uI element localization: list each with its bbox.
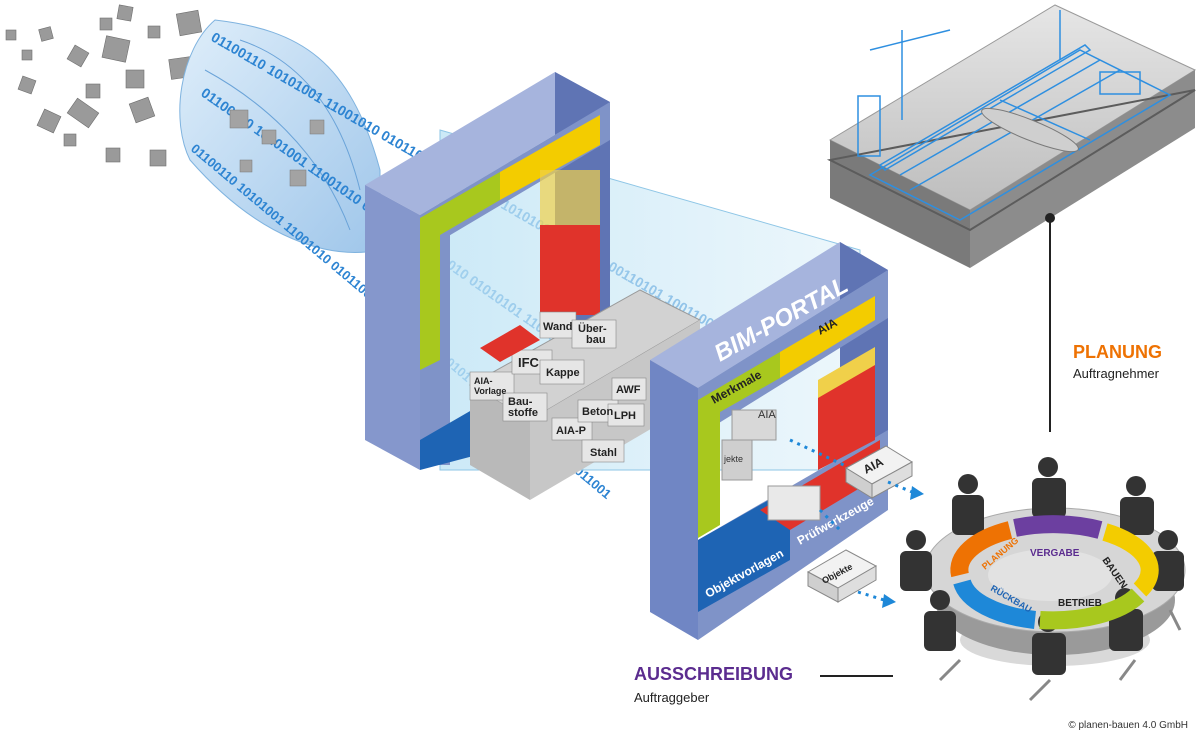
block-stahl	[581, 439, 625, 463]
block-label-ueberbau: Über-bau	[578, 322, 607, 346]
output-box-objekte: Objekte	[806, 549, 878, 603]
block-label-awf: AWF	[616, 384, 641, 396]
block-wand	[539, 311, 577, 339]
front-portal-frame: BIM-PORTAL Merkmale AIA Objektvorlagen P…	[650, 242, 888, 640]
block-label-kappe: Kappe	[546, 367, 580, 379]
block-label-baustoffe: Bau-stoffe	[508, 396, 538, 419]
block-lph	[607, 403, 645, 427]
people	[900, 457, 1184, 675]
block-ueberbau	[571, 319, 617, 349]
block-label-ifc: IFC	[518, 355, 540, 370]
block-label-stahl: Stahl	[590, 447, 617, 459]
construction-site-illustration	[826, 4, 1197, 268]
ausschreibung-title: AUSSCHREIBUNG	[634, 664, 794, 684]
phase-vergabe: VERGABE	[1030, 548, 1080, 559]
block-awf	[611, 377, 647, 401]
phase-betrieb: BETRIEB	[1058, 598, 1102, 609]
block-label-aia-p: AIA-P	[556, 425, 586, 437]
copyright: © planen-bauen 4.0 GmbH	[1068, 720, 1188, 731]
ausschreibung-subtitle: Auftraggeber	[634, 690, 710, 705]
flow-arrows	[789, 438, 913, 602]
arrow-head-objekte	[882, 594, 896, 608]
arrow-head-aia	[910, 486, 924, 500]
block-label-wand: Wand	[543, 321, 573, 333]
planung-title: PLANUNG	[1073, 342, 1162, 362]
inner-block-aia: AIA	[758, 409, 776, 421]
round-table-meeting: PLANUNG VERGABE BAUEN BETRIEB RÜCKBAU	[900, 457, 1186, 702]
planung-connector-dot	[1045, 213, 1055, 223]
block-baustoffe	[502, 392, 548, 422]
block-label-lph: LPH	[614, 410, 636, 422]
inner-block-objekte: jekte	[723, 454, 743, 464]
block-aia-p	[551, 417, 593, 441]
block-kappe	[539, 359, 585, 385]
block-label-beton: Beton	[582, 406, 613, 418]
planung-subtitle: Auftragnehmer	[1073, 366, 1159, 381]
output-box-aia: AIA	[845, 445, 913, 499]
block-label-aia-vorlage: AIA-Vorlage	[474, 376, 506, 396]
scattered-data-cubes	[5, 4, 211, 167]
